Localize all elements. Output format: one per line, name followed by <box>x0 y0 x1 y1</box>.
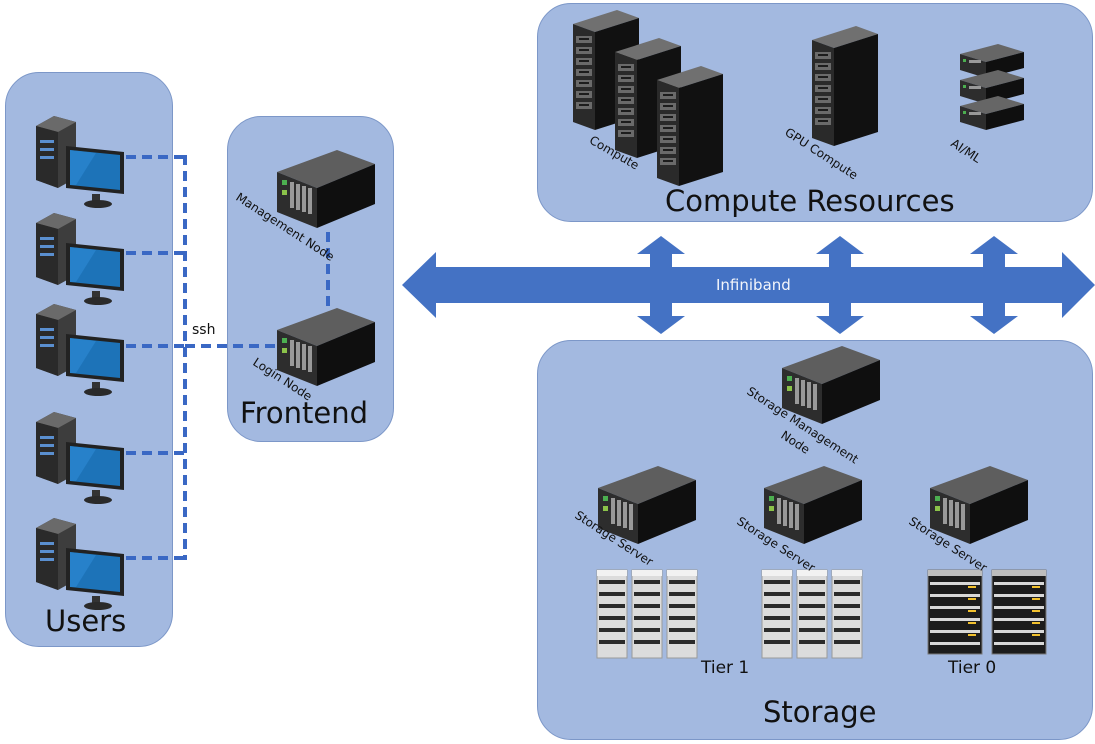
login-node-server <box>277 308 375 386</box>
management-node-server <box>277 150 375 228</box>
ssh-links <box>126 155 330 560</box>
tier0-label: Tier 0 <box>948 658 997 678</box>
storage-server <box>764 466 862 544</box>
tier0-nvme-array <box>927 569 1047 655</box>
infiniband-label: Infiniband <box>716 276 791 294</box>
storage-title: Storage <box>763 695 877 729</box>
user-workstation <box>36 213 124 305</box>
compute-resources-title: Compute Resources <box>665 184 955 218</box>
compute-rack <box>657 66 723 186</box>
user-workstation <box>36 412 124 504</box>
frontend-title: Frontend <box>240 396 368 430</box>
user-workstation <box>36 304 124 396</box>
tier1-disk-array <box>596 569 863 659</box>
storage-server <box>930 466 1028 544</box>
users-title: Users <box>45 604 127 638</box>
gpu-compute-rack <box>812 26 878 146</box>
ssh-label: ssh <box>192 322 216 338</box>
infiniband-bus <box>402 236 1095 334</box>
user-workstation <box>36 518 124 610</box>
ai-ml-blade <box>960 96 1024 130</box>
user-workstation <box>36 116 124 208</box>
tier1-label: Tier 1 <box>701 658 750 678</box>
